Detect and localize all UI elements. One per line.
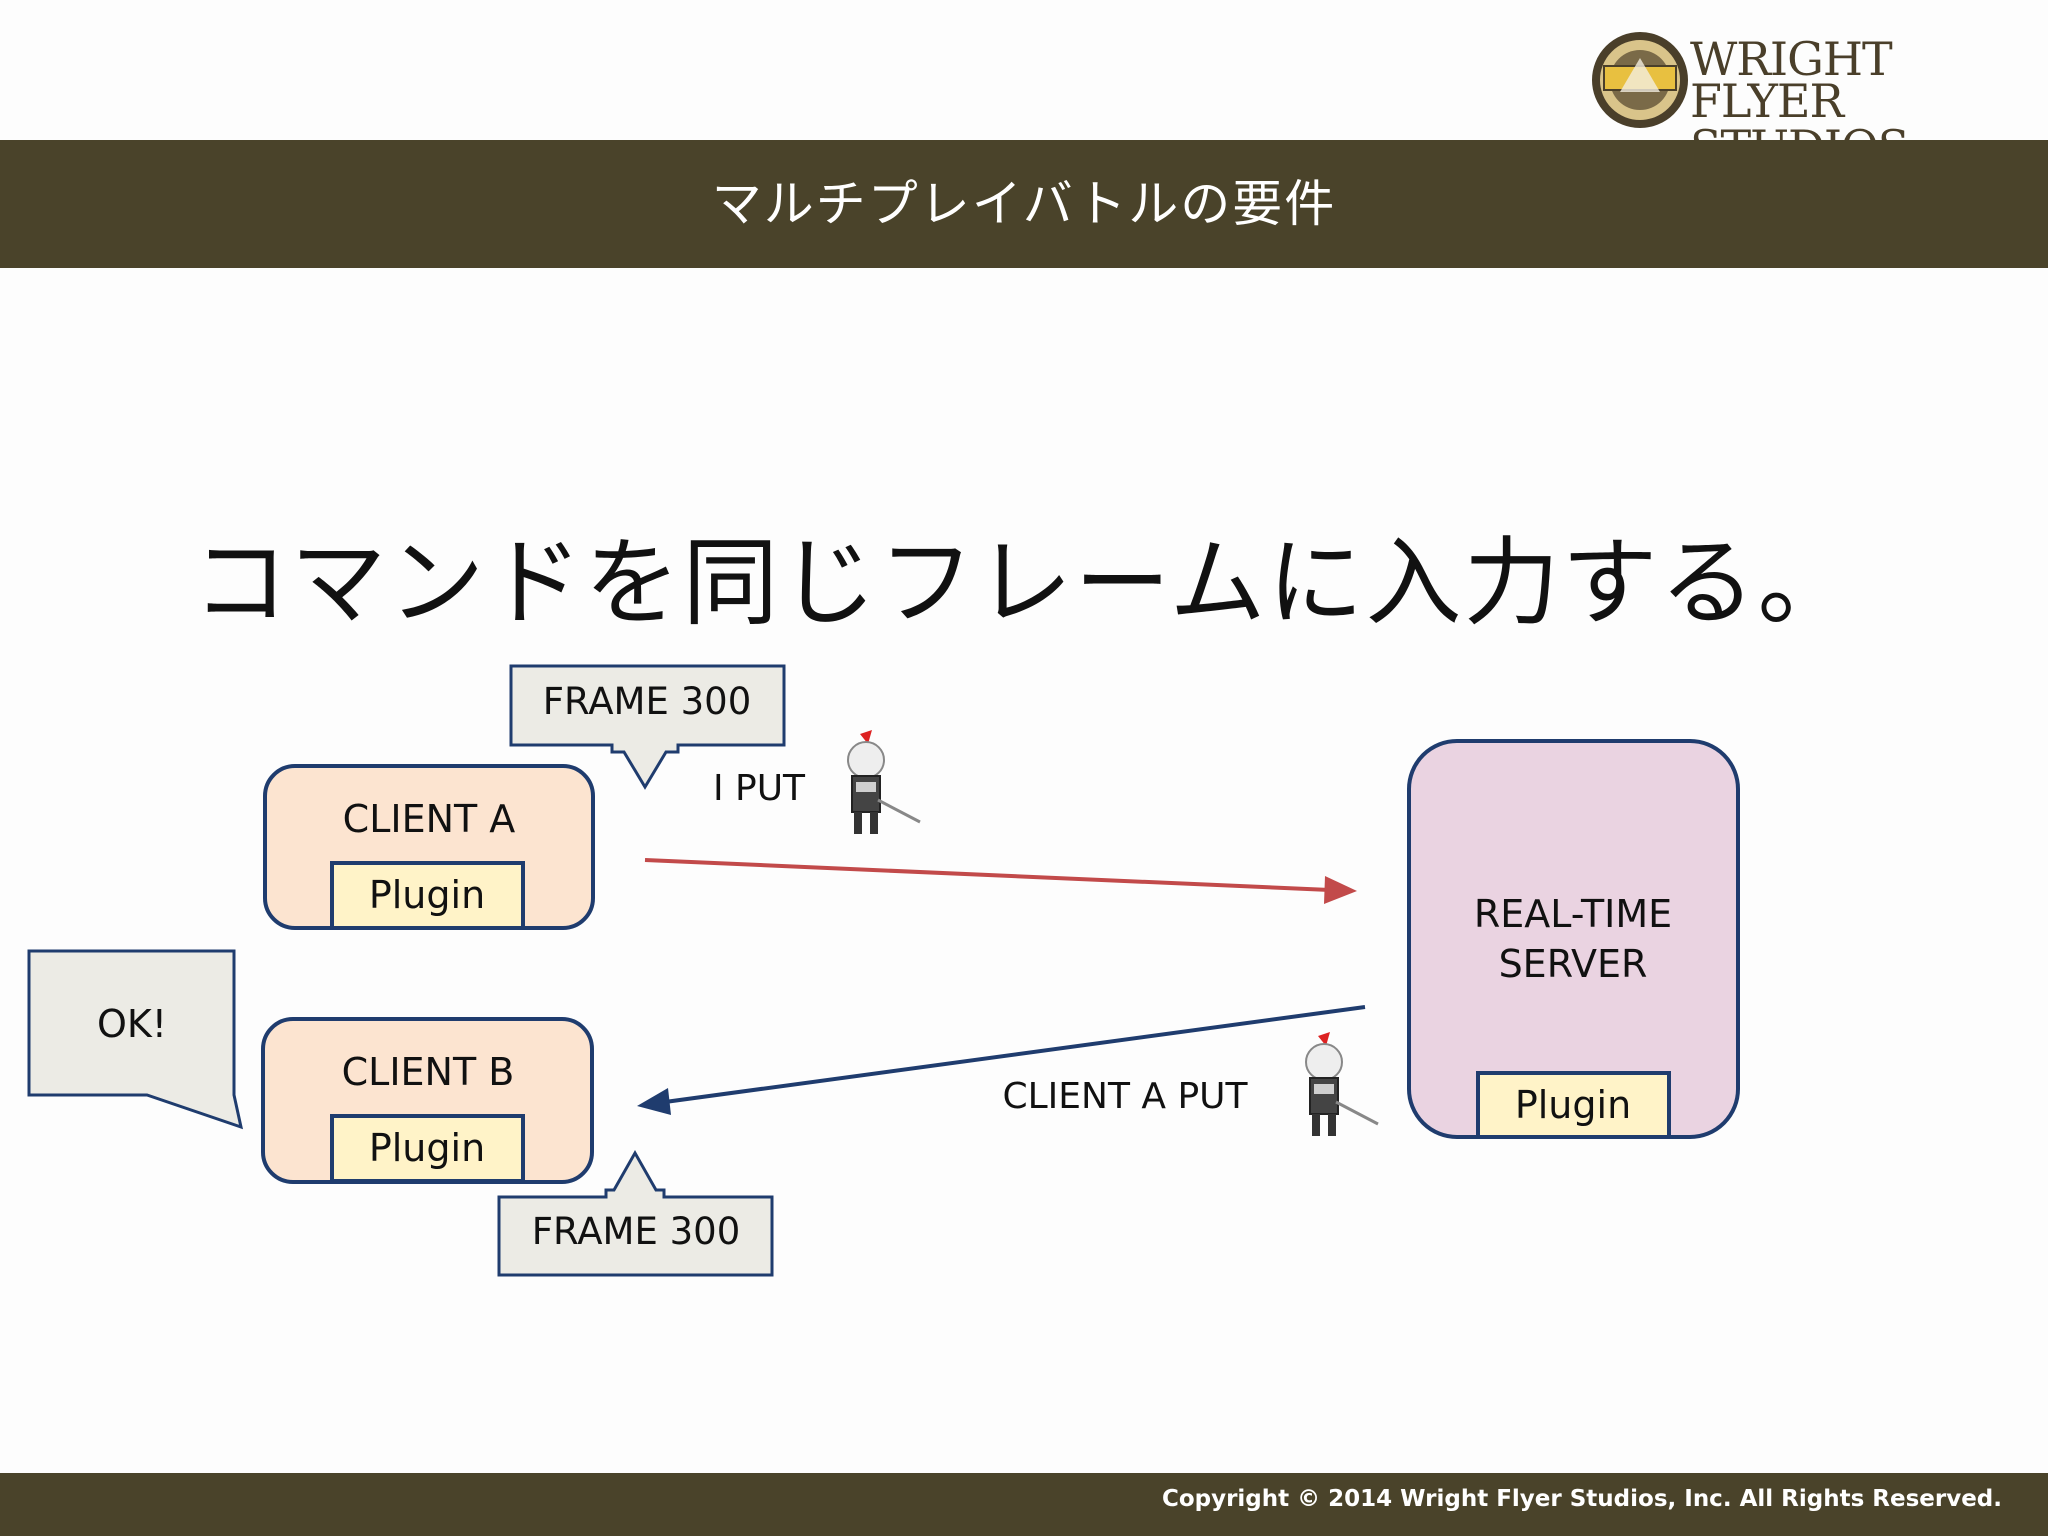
client-a-plugin-box	[330, 861, 525, 930]
server-label-line-2: SERVER	[1499, 942, 1648, 986]
frame-top-callout: FRAME 300	[509, 664, 786, 790]
knight-character-icon	[847, 730, 921, 834]
sync-diagram: FRAME 300 CLIENT A Plugin I PUT REAL-TIM…	[27, 664, 1740, 1277]
server-plugin-label: Plugin	[1515, 1083, 1631, 1127]
client-a-put-label: CLIENT A PUT	[1002, 1076, 1248, 1117]
i-put-label: I PUT	[713, 768, 806, 809]
client-a-label: CLIENT A	[343, 797, 516, 841]
title-bar: マルチプレイバトルの要件	[0, 140, 2048, 268]
headline: コマンドを同じフレームに入力する。	[192, 527, 1856, 639]
wright-flyer-emblem-icon	[1592, 32, 1688, 128]
server-box: REAL-TIME SERVER Plugin	[1407, 739, 1740, 1139]
server-to-client-arrow	[637, 1005, 1366, 1115]
client-a-plugin-label: Plugin	[369, 873, 485, 917]
slide-title: マルチプレイバトルの要件	[711, 175, 1337, 233]
server-plugin-box	[1476, 1071, 1671, 1139]
footer-bar: Copyright © 2014 Wright Flyer Studios, I…	[0, 1473, 2048, 1536]
server-label-line-1: REAL-TIME	[1474, 892, 1672, 936]
logo-line-1: WRIGHT	[1690, 32, 1893, 86]
knight-character-icon	[1305, 1032, 1379, 1136]
copyright-text: Copyright © 2014 Wright Flyer Studios, I…	[1161, 1486, 2002, 1512]
client-a-box: CLIENT A Plugin	[263, 764, 595, 930]
frame-top-label: FRAME 300	[543, 680, 752, 723]
client-b-plugin-label: Plugin	[369, 1126, 485, 1170]
frame-bottom-label: FRAME 300	[532, 1210, 741, 1253]
client-to-server-arrow	[644, 858, 1357, 904]
ok-callout: OK!	[27, 949, 244, 1130]
client-b-label: CLIENT B	[342, 1050, 515, 1094]
ok-label: OK!	[97, 1002, 167, 1046]
frame-bottom-callout: FRAME 300	[497, 1149, 774, 1277]
client-b-plugin-box	[330, 1114, 525, 1183]
client-b-box: CLIENT B Plugin	[261, 1017, 594, 1184]
